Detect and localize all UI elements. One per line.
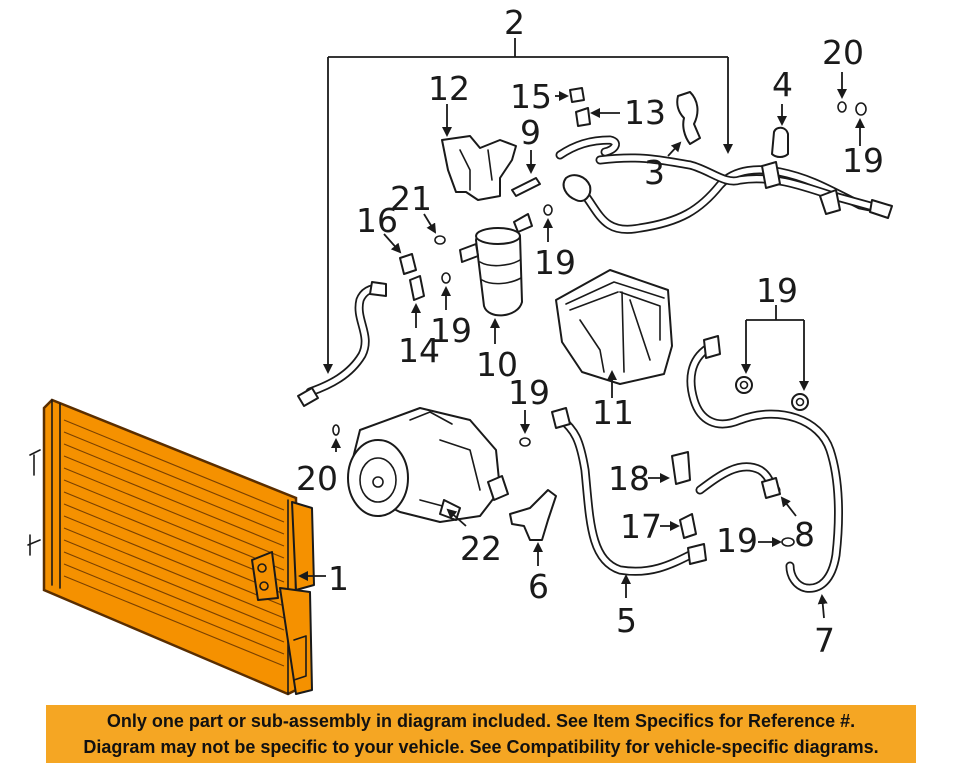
callout-5: 5 bbox=[616, 601, 637, 640]
disclaimer-line-2: Diagram may not be specific to your vehi… bbox=[83, 737, 879, 757]
condenser-fin bbox=[63, 527, 285, 619]
condenser-fin bbox=[63, 575, 285, 667]
left-hose-line bbox=[297, 281, 387, 407]
callout-20b: 20 bbox=[296, 459, 338, 498]
hose-part-5 bbox=[551, 407, 707, 576]
disclaimer-line-1: Only one part or sub-assembly in diagram… bbox=[106, 711, 856, 731]
callout-7: 7 bbox=[814, 621, 835, 660]
callout-2: 2 bbox=[504, 3, 525, 42]
condenser-fin bbox=[63, 563, 285, 655]
callout-14: 14 bbox=[398, 331, 440, 370]
callout-10: 10 bbox=[476, 345, 518, 384]
condenser-fin bbox=[63, 503, 285, 595]
callout-20a: 20 bbox=[822, 33, 864, 72]
callout-3: 3 bbox=[644, 153, 665, 192]
callout-labels: 1 2 3 4 5 6 7 8 9 10 11 12 13 14 15 16 1… bbox=[296, 3, 884, 660]
callout-21: 21 bbox=[390, 179, 432, 218]
condenser-fin bbox=[63, 479, 285, 571]
bracket-part-6 bbox=[509, 489, 557, 541]
callout-8: 8 bbox=[794, 515, 815, 554]
callout-15: 15 bbox=[510, 77, 552, 116]
leader-lines bbox=[298, 38, 865, 619]
callout-16: 16 bbox=[356, 201, 398, 240]
callout-22: 22 bbox=[460, 529, 502, 568]
reservoir-part-12 bbox=[441, 135, 517, 201]
condenser-fin bbox=[63, 431, 285, 523]
condenser-fin bbox=[63, 443, 285, 535]
condenser-fin bbox=[63, 455, 285, 547]
hose-part-7 bbox=[686, 335, 843, 593]
disclaimer-banner: Only one part or sub-assembly in diagram… bbox=[46, 705, 916, 763]
condenser-fin bbox=[63, 419, 285, 511]
condenser-fin bbox=[63, 551, 285, 643]
callout-1: 1 bbox=[328, 559, 349, 598]
condenser-fin bbox=[63, 539, 285, 631]
callout-13: 13 bbox=[624, 93, 666, 132]
callout-17: 17 bbox=[620, 507, 662, 546]
callout-12: 12 bbox=[428, 69, 470, 108]
callout-19d: 19 bbox=[756, 271, 798, 310]
compressor-part-22 bbox=[347, 407, 509, 523]
callout-19b: 19 bbox=[534, 243, 576, 282]
condenser-fin bbox=[63, 515, 285, 607]
callout-19c: 19 bbox=[430, 311, 472, 350]
clip-part-4 bbox=[771, 126, 789, 158]
hose-part-8 bbox=[695, 462, 781, 499]
condenser-fin bbox=[63, 467, 285, 559]
ac-parts-diagram: 1 2 3 4 5 6 7 8 9 10 11 12 13 14 15 16 1… bbox=[27, 3, 893, 696]
callout-18: 18 bbox=[608, 459, 650, 498]
callout-19a: 19 bbox=[842, 141, 884, 180]
callout-6: 6 bbox=[528, 567, 549, 606]
bracket-part-3 bbox=[676, 91, 701, 145]
condenser-fin bbox=[63, 491, 285, 583]
upper-hose-manifold bbox=[555, 135, 893, 234]
accumulator-part-10 bbox=[459, 213, 533, 317]
callout-19f: 19 bbox=[716, 521, 758, 560]
callout-11: 11 bbox=[592, 393, 634, 432]
callout-4: 4 bbox=[772, 65, 793, 104]
evaporator-case-part-11 bbox=[555, 269, 673, 385]
callout-9: 9 bbox=[520, 113, 541, 152]
condenser-assembly bbox=[27, 398, 315, 696]
callout-19e: 19 bbox=[508, 373, 550, 412]
small-fittings bbox=[332, 87, 867, 547]
